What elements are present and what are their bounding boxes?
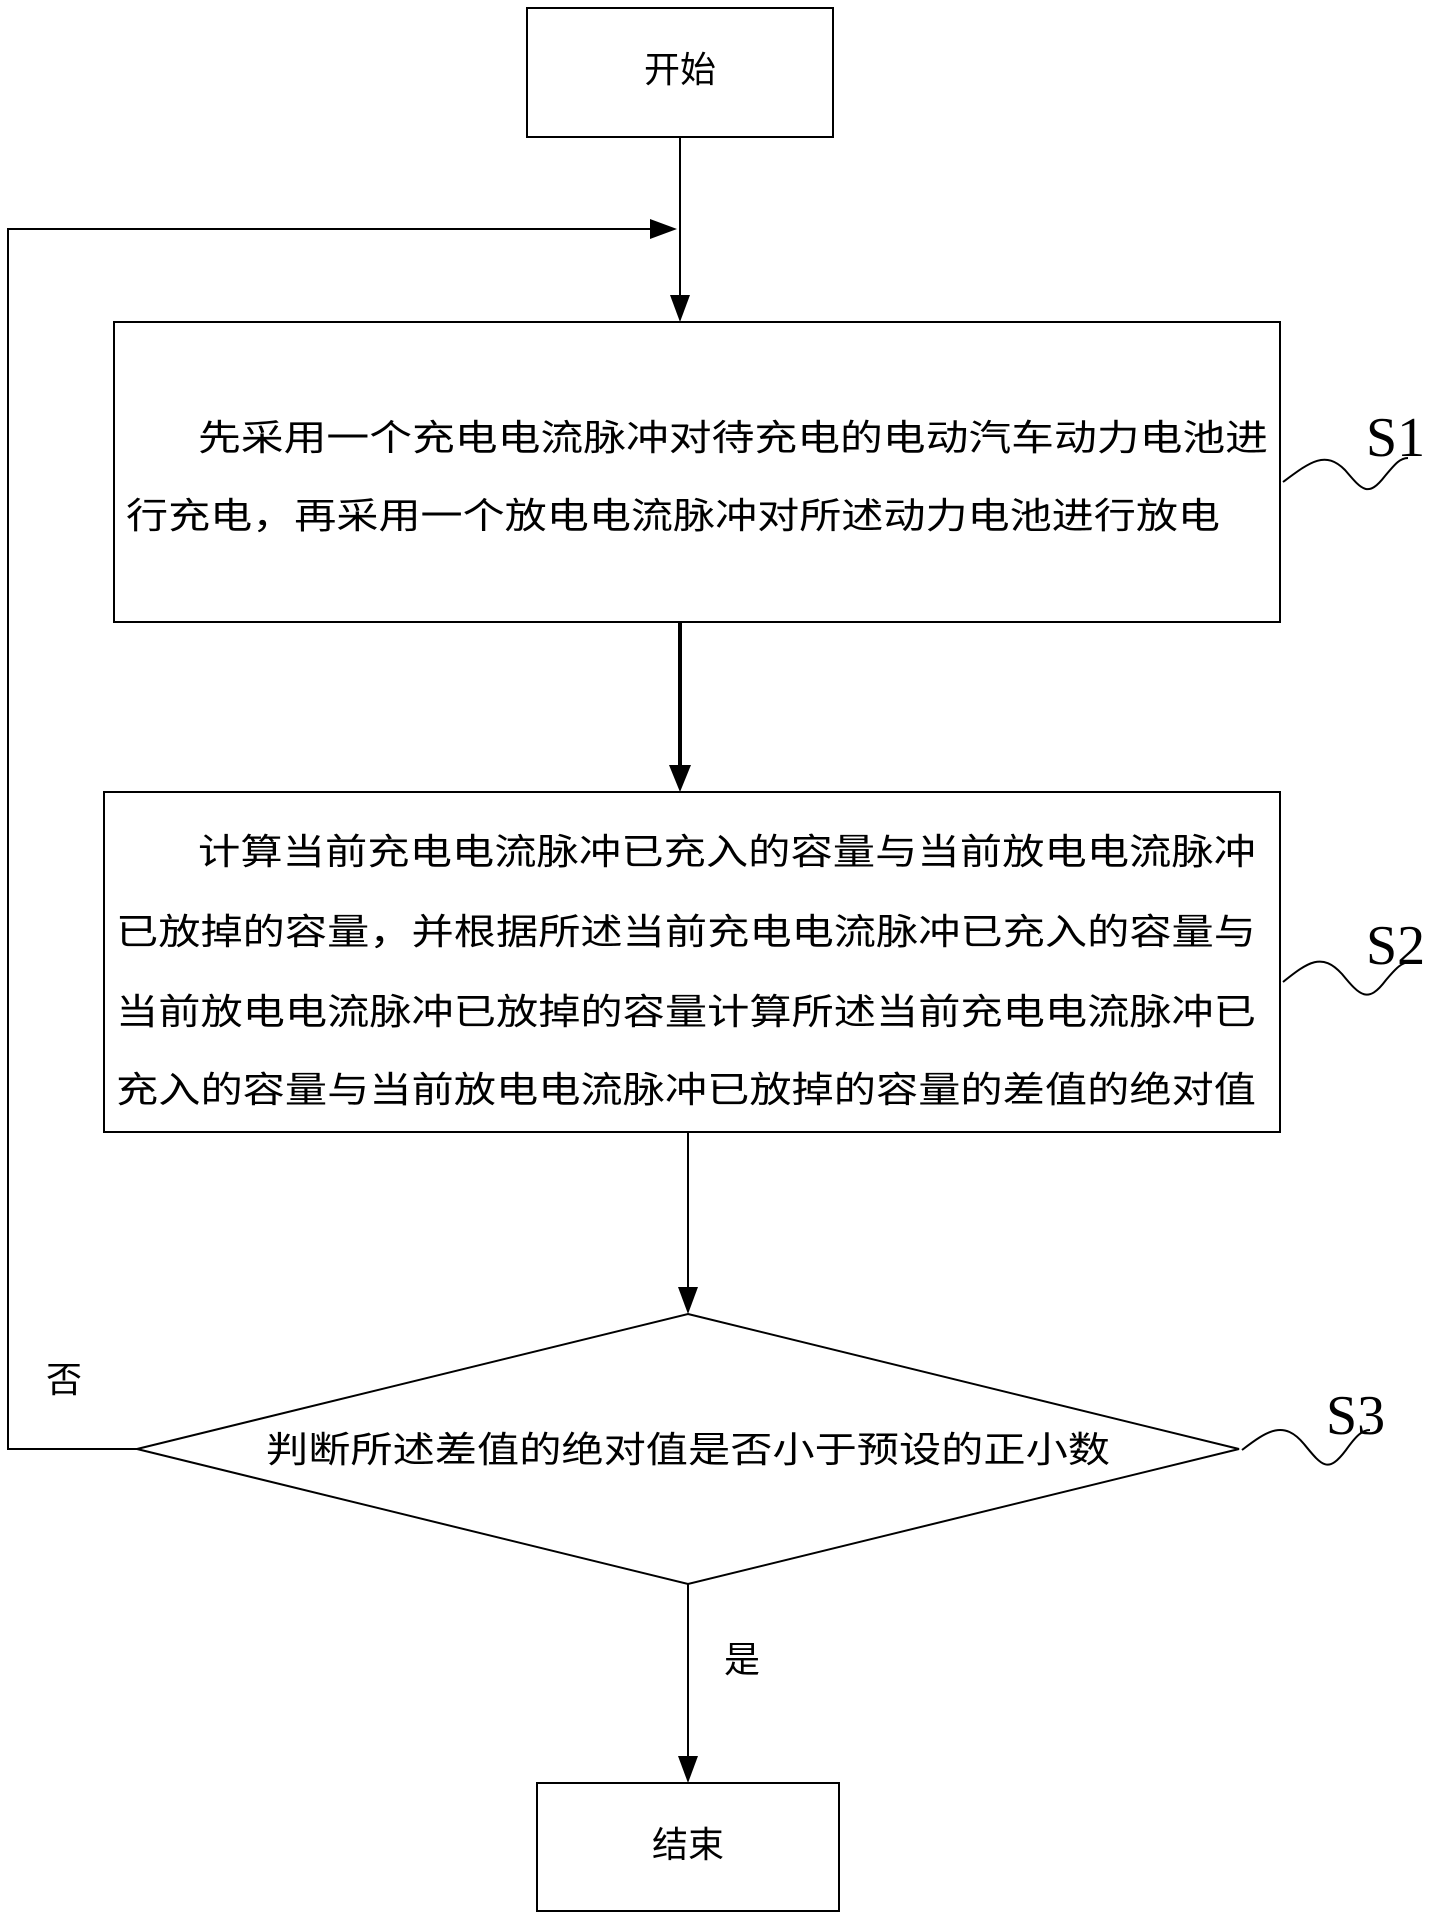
s2-line-3: 当前放电电流脉冲已放掉的容量计算所述当前充电电流脉冲已 — [116, 992, 1256, 1033]
arrowhead-s1 — [670, 295, 690, 322]
arrowhead-end — [678, 1756, 698, 1783]
s1-node — [114, 322, 1280, 622]
s3-tag-label: S3 — [1326, 1385, 1385, 1447]
s1-line-2: 行充电，再采用一个放电电流脉冲对所述动力电池进行放电 — [126, 496, 1220, 537]
s2-line-4: 充入的容量与当前放电电流脉冲已放掉的容量的差值的绝对值 — [116, 1070, 1256, 1111]
arrowhead-s3 — [678, 1287, 698, 1314]
arrowhead-loop — [650, 219, 677, 239]
s3-question: 判断所述差值的绝对值是否小于预设的正小数 — [266, 1430, 1110, 1471]
arrowhead-s2 — [669, 765, 691, 792]
start-label: 开始 — [644, 50, 716, 91]
s2-line-2: 已放掉的容量，并根据所述当前充电电流脉冲已充入的容量与 — [116, 912, 1256, 953]
s2-line-1: 计算当前充电电流脉冲已充入的容量与当前放电电流脉冲 — [198, 832, 1256, 873]
s1-tag-label: S1 — [1366, 407, 1425, 469]
end-label: 结束 — [652, 1825, 724, 1866]
edge-yes-label: 是 — [724, 1640, 760, 1681]
s2-tag-label: S2 — [1366, 915, 1425, 977]
edge-no-label: 否 — [46, 1360, 82, 1401]
s1-line-1: 先采用一个充电电流脉冲对待充电的电动汽车动力电池进 — [198, 418, 1268, 459]
